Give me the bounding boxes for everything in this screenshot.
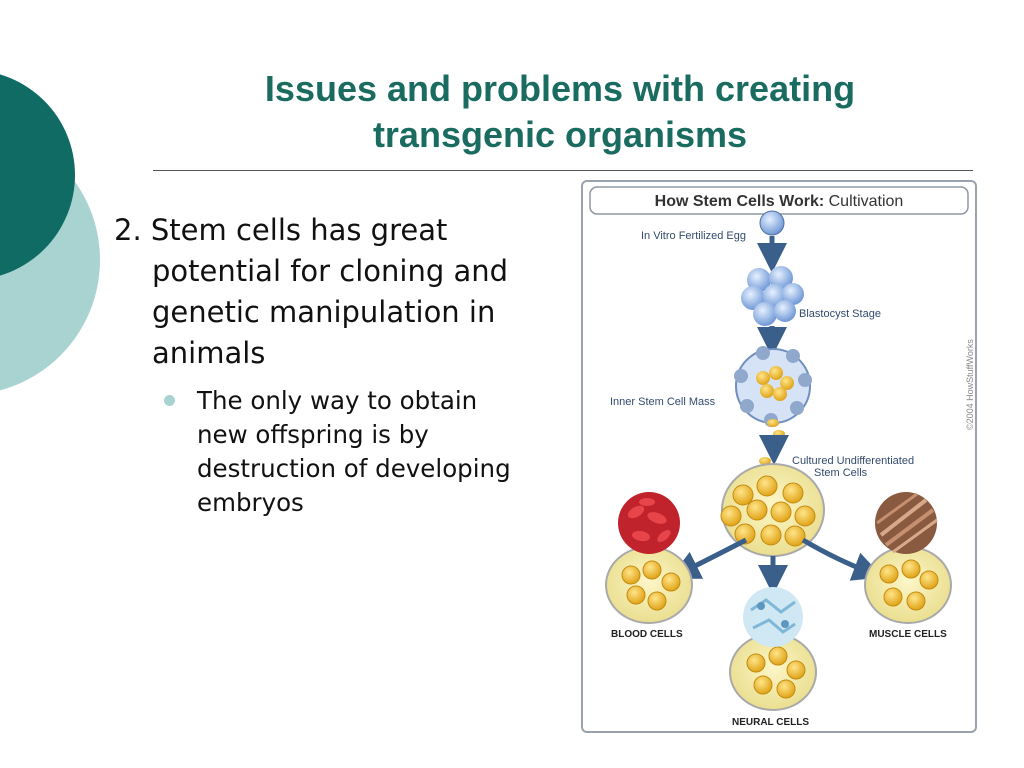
title-line-1: Issues and problems with creating: [264, 68, 856, 109]
title-line-2: transgenic organisms: [372, 114, 748, 155]
label-muscle: MUSCLE CELLS: [869, 629, 947, 640]
label-blastocyst: Blastocyst Stage: [799, 308, 881, 320]
label-cultured-line2: Stem Cells: [814, 467, 868, 479]
blood-cells-circle-icon: [618, 492, 680, 554]
decorative-circles: [0, 74, 100, 391]
diagram-canvas: How Stem Cells Work: Cultivation ©2004 H…: [581, 180, 977, 733]
point-text: Stem cells has great potential for cloni…: [150, 213, 509, 370]
diagram-header-regular: Cultivation: [829, 193, 904, 210]
arrow-to-muscle: [801, 537, 884, 581]
neural-cells-dish: [729, 633, 817, 711]
fertilized-egg: [759, 210, 785, 236]
bullet-dot-icon: [164, 395, 175, 406]
point-number: 2.: [114, 213, 142, 247]
dark-teal-circle: [0, 74, 75, 276]
svg-text:How Stem Cells Work: Cu: How Stem Cells Work: Cultivation: [655, 193, 904, 210]
slide-body: 2. Stem cells has great potential for cl…: [114, 210, 534, 520]
label-inner-mass: Inner Stem Cell Mass: [610, 396, 716, 408]
main-point: 2. Stem cells has great potential for cl…: [114, 210, 534, 374]
diagram-header-bold: How Stem Cells Work:: [655, 193, 825, 210]
stem-cell-diagram: How Stem Cells Work: Cultivation ©2004 H…: [581, 180, 977, 733]
label-neural: NEURAL CELLS: [732, 717, 809, 728]
culture-dish: [720, 463, 825, 557]
muscle-cells-dish: [864, 546, 952, 624]
sub-point: The only way to obtain new offspring is …: [164, 384, 534, 520]
inner-cell-mass: [734, 346, 812, 427]
label-egg: In Vitro Fertilized Egg: [641, 230, 746, 242]
neural-cells-circle-icon: [743, 587, 803, 647]
copyright-label: ©2004 HowStuffWorks: [965, 339, 975, 430]
sub-point-text: The only way to obtain new offspring is …: [197, 386, 511, 517]
label-blood: BLOOD CELLS: [611, 629, 683, 640]
label-cultured-line1: Cultured Undifferentiated: [792, 455, 914, 467]
title-divider: [153, 170, 973, 171]
blood-cells-dish: [605, 546, 693, 624]
muscle-cells-circle-icon: [875, 492, 938, 554]
blastocyst-cluster: [741, 266, 804, 326]
slide-title: Issues and problems with creating transg…: [150, 66, 970, 158]
